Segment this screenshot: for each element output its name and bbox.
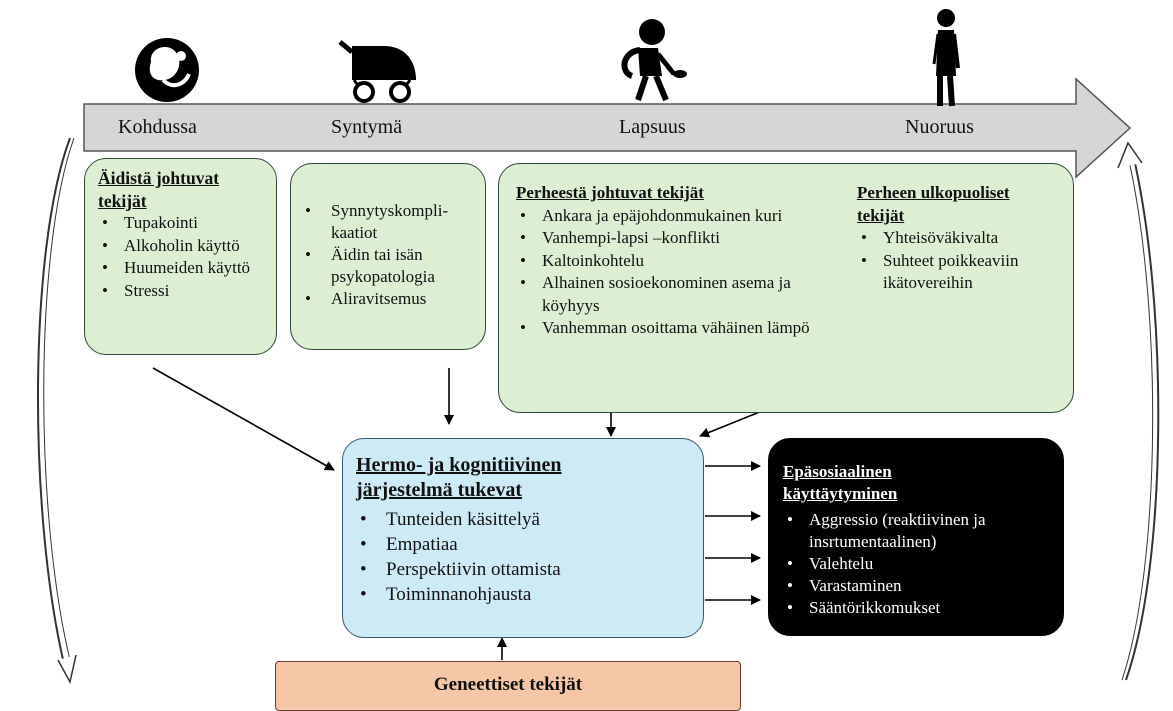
antisocial-behavior-box: Epäsosiaalinen käyttäytyminen Aggressio …: [768, 438, 1064, 636]
list-item: Tupakointi: [98, 212, 266, 235]
list-item: Alkoholin käyttö: [98, 235, 266, 258]
fetus-icon: [135, 38, 199, 102]
stage-syntyma: Syntymä: [331, 116, 403, 138]
family-factors-box: Perheestä johtuvat tekijät Ankara ja epä…: [498, 163, 1074, 413]
antisocial-behavior-list: Aggressio (reaktiivinen ja insrtumentaal…: [783, 509, 1051, 619]
stage-nuoruus: Nuoruus: [905, 116, 974, 138]
list-item: Varastaminen: [783, 575, 1051, 597]
list-item: Vanhempi-lapsi –konflikti: [516, 227, 826, 250]
list-item: Alhainen sosioekonominen asema ja köyhyy…: [516, 272, 826, 317]
neuro-cognitive-title: Hermo- ja kognitiivinen järjestelmä tuke…: [356, 454, 562, 501]
list-item: Synnytyskompli-kaatiot: [301, 200, 477, 244]
family-factors-title: Perheestä johtuvat tekijät: [516, 183, 704, 202]
birth-factors-list: Synnytyskompli-kaatiot Äidin tai isän ps…: [301, 200, 477, 310]
timeline-arrow: [83, 77, 1132, 179]
antisocial-behavior-title: Epäsosiaalinen käyttäytyminen: [783, 462, 898, 503]
external-factors-list: Yhteisöväkivalta Suhteet poikkeaviin ikä…: [857, 227, 1057, 295]
neuro-cognitive-box: Hermo- ja kognitiivinen järjestelmä tuke…: [342, 438, 704, 638]
list-item: Stressi: [98, 280, 266, 303]
neuro-cognitive-list: Tunteiden käsittelyä Empatiaa Perspektii…: [356, 507, 693, 607]
list-item: Kaltoinkohtelu: [516, 250, 826, 273]
maternal-factors-title: Äidistä johtuvat tekijät: [98, 168, 220, 211]
list-item: Huumeiden käyttö: [98, 257, 266, 280]
list-item: Ankara ja epäjohdonmukainen kuri: [516, 205, 826, 228]
stage-lapsuus: Lapsuus: [619, 116, 686, 138]
list-item: Aliravitsemus: [301, 288, 477, 310]
family-factors-column: Perheestä johtuvat tekijät Ankara ja epä…: [516, 182, 826, 340]
maternal-factors-list: Tupakointi Alkoholin käyttö Huumeiden kä…: [98, 212, 266, 302]
list-item: Yhteisöväkivalta: [857, 227, 1057, 250]
child-walking-icon: [621, 19, 687, 102]
list-item: Tunteiden käsittelyä: [356, 507, 693, 532]
stage-kohdussa: Kohdussa: [118, 116, 197, 138]
list-item: Aggressio (reaktiivinen ja insrtumentaal…: [783, 509, 1051, 553]
genetic-factors-label: Geneettiset tekijät: [433, 674, 583, 695]
arrow-maternal-to-neuro: [152, 367, 335, 471]
list-item: Äidin tai isän psykopatologia: [301, 244, 477, 288]
stroller-icon: [338, 40, 416, 103]
right-cycle-arrow: [1117, 141, 1160, 681]
list-item: Suhteet poikkeaviin ikätovereihin: [857, 250, 1057, 295]
family-factors-list: Ankara ja epäjohdonmukainen kuri Vanhemp…: [516, 205, 826, 340]
genetic-factors-box: Geneettiset tekijät: [275, 661, 741, 711]
list-item: Perspektiivin ottamista: [356, 557, 693, 582]
left-cycle-arrow: [37, 137, 77, 685]
list-item: Sääntörikkomukset: [783, 597, 1051, 619]
external-factors-column: Perheen ulkopuoliset tekijät Yhteisöväki…: [857, 182, 1057, 295]
list-item: Toiminnanohjausta: [356, 582, 693, 607]
list-item: Vanhemman osoittama vähäinen lämpö: [516, 317, 826, 340]
list-item: Empatiaa: [356, 532, 693, 557]
external-factors-title: Perheen ulkopuoliset tekijät: [857, 183, 1010, 225]
birth-factors-box: Synnytyskompli-kaatiot Äidin tai isän ps…: [290, 163, 486, 350]
maternal-factors-box: Äidistä johtuvat tekijät Tupakointi Alko…: [84, 158, 277, 355]
teenager-icon: [932, 9, 960, 107]
list-item: Valehtelu: [783, 553, 1051, 575]
